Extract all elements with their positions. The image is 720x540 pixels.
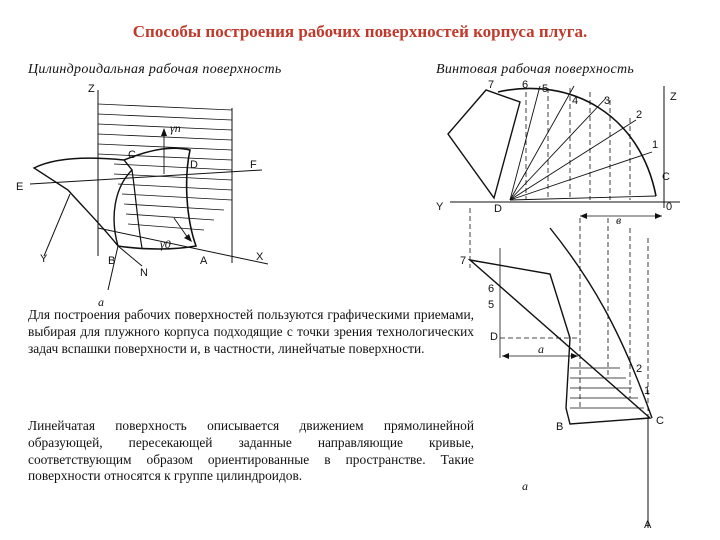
label-y: Y — [40, 253, 48, 265]
y-line — [43, 193, 71, 257]
label-a: A — [200, 255, 208, 267]
label-y-right: Y — [436, 201, 444, 213]
left-number: 6 — [488, 283, 494, 295]
wedge-surface — [32, 157, 133, 247]
left-caption: а — [98, 295, 104, 309]
profile-diamond — [447, 89, 521, 200]
hatch-lines — [97, 103, 233, 231]
top-number: 3 — [604, 95, 610, 107]
left-diagram: Z E F X Y B N A C D γn γ0 а — [16, 83, 269, 309]
top-number: 4 — [572, 95, 578, 107]
right-subtitle: Винтовая рабочая поверхность — [436, 62, 635, 77]
label-c-top: C — [662, 171, 670, 183]
label-b: B — [108, 255, 115, 267]
label-z-right: Z — [670, 91, 677, 103]
top-number: 1 — [652, 139, 658, 151]
label-b-dim: в — [616, 213, 621, 227]
label-d-mid: D — [490, 331, 498, 343]
label-c-bottom: C — [656, 415, 664, 427]
label-e: E — [16, 181, 23, 193]
right-number: 2 — [636, 363, 642, 375]
a-line — [107, 245, 119, 291]
x-axis-line — [97, 227, 269, 265]
helix-arc — [497, 87, 657, 197]
left-number: 5 — [488, 299, 494, 311]
right-diagram: Z Y C 0 D в а D B C A а 1 2 3 4 5 6 7 7 … — [436, 79, 680, 531]
label-f: F — [250, 159, 257, 171]
label-gamma-n: γn — [170, 121, 181, 135]
right-number: 1 — [644, 385, 650, 397]
label-gamma-0: γ0 — [160, 237, 171, 251]
right-caption: а — [522, 479, 528, 493]
top-number: 7 — [488, 79, 494, 91]
lower-surface-outline — [467, 258, 652, 425]
label-zero: 0 — [666, 201, 672, 213]
label-a-bottom: A — [644, 519, 652, 531]
top-number: 6 — [522, 79, 528, 91]
lower-hatch — [570, 367, 644, 409]
paragraph-1: Для построения рабочих поверхностей поль… — [28, 307, 474, 356]
left-number: 7 — [460, 255, 466, 267]
ef-line — [29, 169, 263, 185]
label-a-dim: а — [538, 342, 544, 356]
working-surface-outline — [117, 147, 198, 250]
slide-title: Способы построения рабочих поверхностей … — [132, 22, 588, 41]
dashed-projections — [469, 88, 649, 418]
n-line — [117, 245, 143, 267]
left-subtitle: Цилиндроидальная рабочая поверхность — [28, 62, 282, 77]
helix-lower-curve — [549, 227, 653, 419]
label-d-top: D — [494, 203, 502, 215]
label-x: X — [256, 251, 264, 263]
top-number: 2 — [636, 109, 642, 121]
label-z: Z — [88, 83, 95, 95]
label-d: D — [190, 159, 198, 171]
label-b-bottom: B — [556, 421, 563, 433]
top-number: 5 — [542, 83, 548, 95]
label-c: C — [128, 149, 136, 161]
paragraph-2: Линейчатая поверхность описывается движе… — [28, 418, 474, 484]
label-n: N — [140, 267, 148, 279]
